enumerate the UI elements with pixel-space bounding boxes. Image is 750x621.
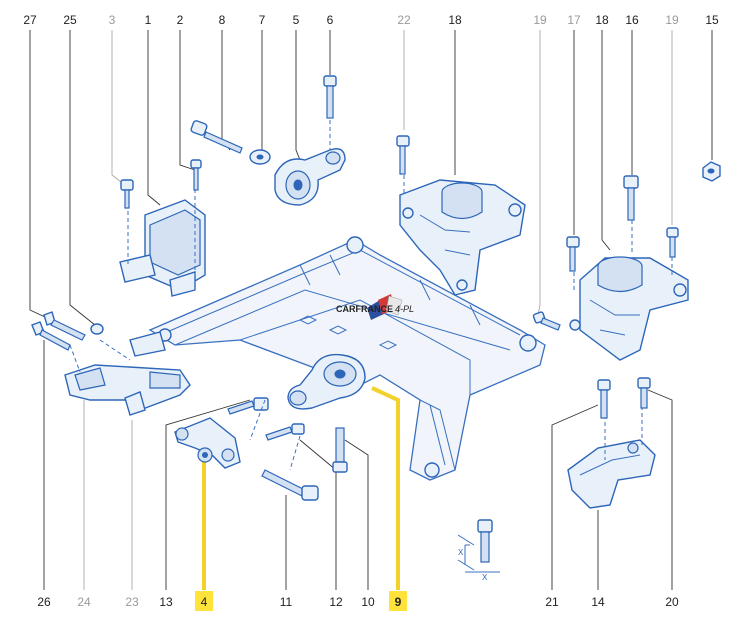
- rear-bracket-14: [567, 380, 656, 509]
- bolt-12: [265, 423, 305, 441]
- bolt-17: [566, 236, 580, 272]
- highlight-leaders: [202, 386, 400, 590]
- callout-16: 16: [625, 13, 639, 27]
- bolt-detail-inset: X X: [457, 519, 500, 582]
- bolt-19-left: [532, 311, 561, 331]
- callout-5: 5: [293, 13, 300, 27]
- bolt-6: [323, 75, 337, 119]
- washer-25: [90, 323, 104, 335]
- engine-mount-18-center: [399, 179, 526, 296]
- callout-18-center: 18: [448, 13, 462, 27]
- bolt-8: [190, 120, 243, 154]
- bolt-3: [120, 179, 134, 209]
- bolt-27: [43, 311, 86, 341]
- assembly-guides: [69, 120, 673, 471]
- bolt-19-right: [666, 227, 679, 258]
- carfrance-logo: CARFRANCE 4-PL: [336, 294, 414, 320]
- callout-25: 25: [63, 13, 77, 27]
- bolt-2: [190, 159, 202, 191]
- callout-2: 2: [177, 13, 184, 27]
- callout-6: 6: [327, 13, 334, 27]
- callout-1: 1: [145, 13, 152, 27]
- callout-26: 26: [37, 595, 51, 609]
- callout-20: 20: [665, 595, 679, 609]
- washer-7: [249, 149, 271, 165]
- callout-4: 4: [201, 595, 208, 609]
- logo-text: CARFRANCE: [336, 304, 393, 314]
- leader-lines: [29, 30, 713, 590]
- torque-rod-5: [274, 148, 346, 206]
- callout-row-top: 27 25 3 1 2 8 7 5 6 22 18 19 17 18 16 19…: [23, 13, 719, 27]
- link-bracket-4: [174, 417, 241, 469]
- callout-27: 27: [23, 13, 37, 27]
- callout-8: 8: [219, 13, 226, 27]
- bolt-20: [637, 377, 651, 409]
- bolt-16: [623, 175, 639, 221]
- logo-suffix: 4-PL: [395, 304, 414, 314]
- callout-15: 15: [705, 13, 719, 27]
- engine-mount-18-right: [569, 256, 689, 361]
- callout-11: 11: [280, 595, 293, 609]
- bolt-11: [261, 469, 319, 501]
- callout-21: 21: [545, 595, 559, 609]
- bracket-23-24: [64, 331, 191, 416]
- bolt-10: [332, 427, 348, 473]
- callout-12: 12: [329, 595, 343, 609]
- bolt-22: [396, 135, 410, 175]
- nut-15: [702, 161, 721, 182]
- callout-24: 24: [77, 595, 91, 609]
- callout-10: 10: [361, 595, 375, 609]
- callout-14: 14: [591, 595, 605, 609]
- callout-19-left: 19: [533, 13, 547, 27]
- callout-9: 9: [395, 595, 402, 609]
- callout-3: 3: [109, 13, 116, 27]
- callout-18-right: 18: [595, 13, 609, 27]
- bolt-26: [31, 321, 71, 351]
- callout-17: 17: [567, 13, 581, 27]
- detail-x-label-1: X: [458, 548, 464, 557]
- torque-rod-9: [287, 353, 366, 410]
- callout-7: 7: [259, 13, 266, 27]
- callout-row-bottom: 26 24 23 13 4 11 12 10 9 21 14 20: [37, 595, 679, 609]
- mount-bracket-1: [119, 175, 206, 297]
- detail-x-label-2: X: [482, 573, 488, 582]
- callout-22: 22: [397, 13, 411, 27]
- callout-13: 13: [159, 595, 173, 609]
- callout-23: 23: [125, 595, 139, 609]
- highlight-callout-9: [389, 591, 407, 611]
- callout-19-right: 19: [665, 13, 679, 27]
- highlight-callout-4: [195, 591, 213, 611]
- bolt-21: [597, 379, 611, 419]
